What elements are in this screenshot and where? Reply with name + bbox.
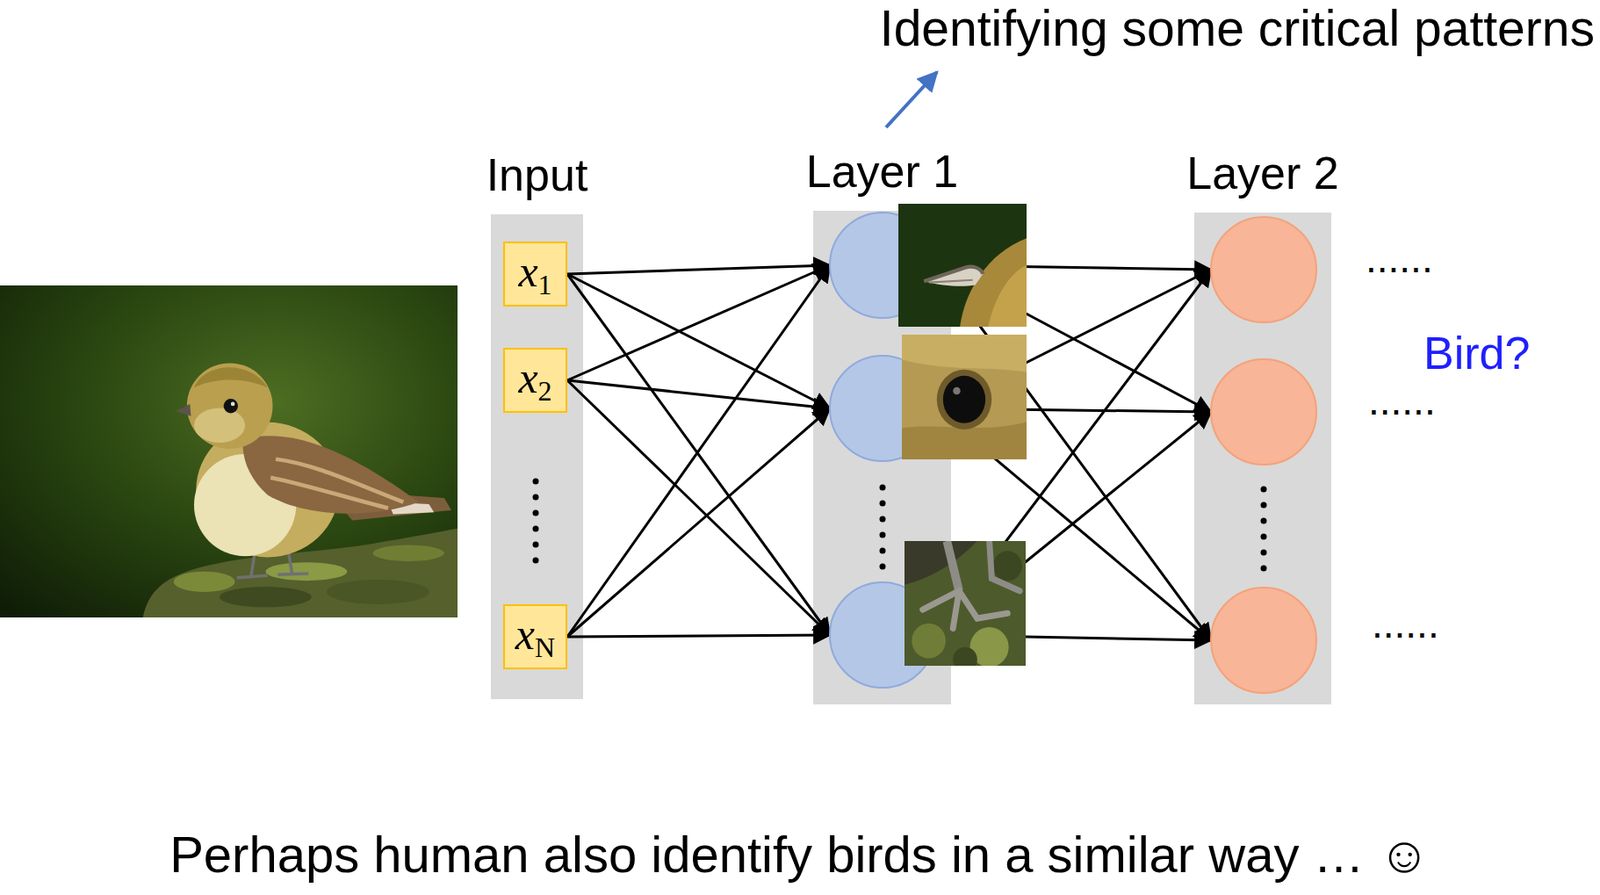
network-connection: [567, 380, 830, 409]
vertical-dots: [533, 478, 1268, 572]
callout-text: Identifying some critical patterns: [879, 0, 1595, 58]
feet-patch: [993, 550, 1023, 581]
feet-patch: [904, 540, 978, 585]
layer-band: Layer 2: [1194, 212, 1332, 705]
bird-photo: [187, 362, 274, 449]
network-connection: [567, 380, 830, 635]
bird-photo: [326, 579, 429, 605]
ellipsis-text: ......: [1368, 377, 1436, 425]
bird-photo: [0, 285, 458, 618]
vertical-dots: [533, 526, 540, 533]
eye-patch: [901, 334, 1027, 460]
vertical-dots: [1261, 565, 1268, 572]
eye-patch: [901, 334, 1027, 373]
layer-band-fill: [1194, 212, 1332, 705]
layer2-neuron: [1210, 216, 1317, 693]
vertical-dots: [879, 484, 887, 491]
network-connection: [567, 265, 830, 637]
bird-photo: [242, 435, 419, 513]
input-box: xN: [503, 604, 568, 670]
network-connection: [567, 273, 830, 409]
callout-arrow: [886, 72, 937, 128]
layer-heading: Input: [486, 149, 589, 202]
eye-patch: [943, 375, 986, 424]
vertical-dots: [533, 510, 540, 517]
eye-patch: [901, 334, 1027, 460]
vertical-dots: [879, 547, 887, 555]
vertical-dots: [1261, 502, 1268, 509]
layer2-neuron: [1210, 587, 1317, 693]
bird-photo: [0, 285, 458, 618]
layer-heading: Layer 2: [1186, 147, 1339, 201]
ellipsis-text: ......: [1365, 235, 1434, 282]
feet-patch: [911, 623, 946, 659]
feet-patch: [946, 540, 959, 591]
beak-patch: [898, 203, 1027, 327]
layer2-neuron: [1210, 216, 1317, 323]
input-label: x1: [518, 249, 552, 299]
network-connection: [567, 634, 830, 637]
bird-photo: [237, 573, 309, 578]
feet-patch: [904, 540, 1026, 672]
vertical-dots: [879, 516, 887, 523]
layer-heading: Layer 1: [806, 145, 959, 199]
network-connection: [567, 265, 830, 274]
layer-band-fill: [490, 214, 584, 700]
input-box: x1: [503, 241, 568, 307]
bird-photo: [194, 408, 246, 444]
feet-patch: [922, 590, 1009, 629]
caption-text: Perhaps human also identify birds in a s…: [0, 825, 1600, 885]
feet-patch: [952, 647, 978, 672]
input-band: x1x2xNInput: [490, 214, 584, 700]
network-connection: [567, 265, 830, 637]
layer2-neuron: [1210, 359, 1317, 465]
vertical-dots: [533, 557, 540, 564]
vertical-dots: [533, 478, 540, 485]
vertical-dots: [879, 563, 887, 570]
network-connection: [567, 408, 830, 637]
bird-photo: [223, 398, 238, 413]
bird-photo: [194, 367, 268, 388]
eye-patch: [936, 369, 992, 430]
vertical-dots: [879, 500, 887, 507]
layer-band: Layer 1: [813, 210, 952, 705]
ellipsis-text: ......: [1371, 600, 1440, 648]
beak-patch: [929, 280, 973, 283]
bird-photo: [265, 562, 347, 581]
bird-photo: [175, 403, 191, 417]
class-question: Bird?: [1423, 327, 1530, 381]
vertical-dots: [879, 532, 887, 539]
vertical-dots: [1261, 486, 1268, 493]
feet-patch: [989, 540, 1021, 591]
bird-photo: [230, 402, 236, 407]
bird-photo: [173, 571, 236, 592]
vertical-dots: [533, 494, 540, 501]
vertical-dots: [1261, 549, 1268, 556]
input-label: x2: [518, 355, 552, 405]
vertical-dots: [1261, 533, 1268, 541]
beak-patch: [987, 265, 1027, 327]
eye-patch: [952, 387, 961, 396]
input-label: xN: [515, 612, 555, 662]
beak-patch: [898, 203, 1027, 327]
beak-patch: [923, 266, 983, 287]
vertical-dots: [1261, 518, 1268, 525]
bird-photo: [372, 544, 444, 562]
bird-photo: [270, 459, 404, 509]
input-box: x2: [503, 347, 568, 413]
vertical-dots: [533, 541, 540, 548]
bird-photo: [219, 586, 312, 607]
beak-patch: [923, 266, 983, 282]
